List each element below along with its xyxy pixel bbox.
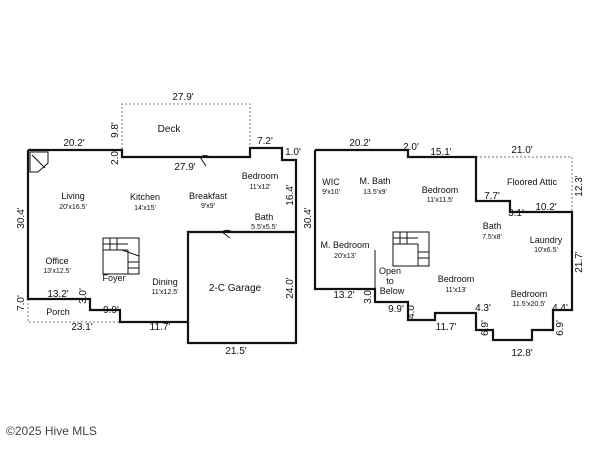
laundry-label: Laundry	[530, 235, 563, 245]
bath-label: Bath	[255, 212, 274, 222]
dim2-laundry-top: 10.2'	[535, 202, 556, 213]
dim2-bath-step: 3.1'	[508, 208, 524, 219]
open-below-line2: to	[386, 276, 394, 286]
foyer-label: Foyer	[102, 273, 125, 283]
dim2-bath-top: 7.7'	[484, 191, 500, 202]
bedroom-size: 11'x12'	[249, 184, 270, 191]
porch-label: Porch	[46, 307, 70, 317]
dim2-attic-top: 21.0'	[511, 145, 532, 156]
office-label: Office	[45, 256, 68, 266]
deck-label: Deck	[158, 124, 182, 135]
dim2-open-bottom: 9.9'	[388, 304, 404, 315]
dim-porch-side: 7.0'	[16, 295, 27, 311]
kitchen-size: 14'x15'	[134, 205, 156, 212]
dim2-left-side: 30.4'	[303, 207, 314, 228]
bath2-size: 7.5'x8'	[482, 234, 502, 241]
dim-right-side: 16.4'	[285, 184, 296, 205]
dim2-step-6-9-left: 6.9'	[480, 320, 491, 336]
dim2-bottom-left: 13.2'	[333, 290, 354, 301]
dim-foyer-step: 3.0'	[78, 288, 89, 304]
mbath-label: M. Bath	[359, 176, 390, 186]
open-below-line3: Below	[380, 286, 405, 296]
dim2-top-mid: 15.1'	[430, 147, 451, 158]
mbath-size: 13.5'x9'	[363, 189, 387, 196]
dining-label: Dining	[152, 277, 178, 287]
bedroom-c-size: 11.5'x20.5'	[513, 301, 546, 308]
bath2-label: Bath	[483, 221, 502, 231]
first-floor-plan: Deck Living 20'x16.5' Kitchen 14'x15' Br…	[16, 92, 301, 357]
dim-deck-top: 27.9'	[172, 92, 193, 103]
stairs-icon-2	[392, 231, 430, 267]
laundry-size: 10'x6.5'	[534, 247, 558, 254]
dim-foyer-bottom: 9.9'	[103, 305, 119, 316]
bedroom-label: Bedroom	[242, 171, 279, 181]
dim2-top-step: 2.0'	[403, 142, 419, 153]
copyright-text: ©2025 Hive MLS	[6, 424, 97, 438]
dim-top-left: 20.2'	[63, 138, 84, 149]
dim2-step-4-4: 4.4'	[552, 303, 568, 314]
dim-porch-bottom: 23.1'	[71, 322, 92, 333]
second-floor-exterior-wall	[313, 148, 574, 342]
breakfast-label: Breakfast	[189, 191, 228, 201]
dim2-step-6-9-right: 6.9'	[555, 320, 566, 336]
dim2-right-side: 21.7'	[574, 251, 585, 272]
bedroom-b-size: 11'x13'	[445, 287, 466, 294]
bedroom-c-label: Bedroom	[511, 289, 548, 299]
bedroom-a-label: Bedroom	[422, 185, 459, 195]
wic-label: WIC	[322, 177, 340, 187]
deck-outline	[121, 103, 251, 157]
wic-size: 9'x10'	[322, 189, 340, 196]
first-floor-west-wall	[26, 150, 188, 324]
living-label: Living	[61, 191, 85, 201]
attic-label: Floored Attic	[507, 177, 558, 187]
office-size: 13'x12.5'	[43, 268, 71, 275]
dim-garage-side: 24.0'	[285, 277, 296, 298]
dim-top-right: 7.2'	[257, 136, 273, 147]
dim2-step-4-3: 4.3'	[475, 303, 491, 314]
dim-left-side: 30.4'	[16, 207, 27, 228]
dim2-bottom-right: 12.8'	[511, 348, 532, 359]
dim2-open-step: 3.0'	[363, 288, 374, 304]
mbed-label: M. Bedroom	[320, 240, 369, 250]
dim2-attic-side: 12.3'	[574, 175, 585, 196]
dim-dining-bottom: 11.7'	[150, 322, 171, 333]
second-floor-plan: WIC 9'x10' M. Bath 13.5'x9' Bedroom 11'x…	[303, 138, 585, 359]
deck-door-swing	[199, 155, 211, 167]
bath-door-swing	[221, 229, 233, 239]
breakfast-size: 9'x9'	[201, 203, 215, 210]
first-floor-exterior-wall	[28, 146, 298, 345]
mbed-size: 20'x13'	[334, 253, 356, 260]
dim-deck-side: 9.8'	[110, 122, 121, 138]
fireplace-icon	[29, 151, 49, 173]
dim-office-bottom: 13.2'	[47, 289, 68, 300]
open-below-line1: Open	[379, 266, 401, 276]
dining-size: 11'x12.5'	[151, 289, 178, 296]
bedroom-b-label: Bedroom	[438, 274, 475, 284]
dim-top-left-step: 2.0'	[110, 149, 121, 165]
living-size: 20'x16.5'	[59, 204, 87, 211]
dim2-step-4-0: 4.0'	[406, 303, 417, 319]
attic-outline	[476, 156, 573, 212]
dim-garage-bottom: 21.5'	[225, 346, 246, 357]
stairs-icon	[102, 237, 140, 275]
bath-size: 5.5'x5.5'	[251, 224, 277, 231]
bedroom-a-size: 11'x11.5'	[427, 197, 454, 204]
dim-deck-bottom: 27.9'	[174, 162, 195, 173]
dim2-top-left: 20.2'	[349, 138, 370, 149]
dim-right-step: 1.0'	[285, 147, 301, 158]
dim2-bed-bottom: 11.7'	[436, 322, 457, 333]
garage-label: 2-C Garage	[209, 283, 262, 294]
kitchen-label: Kitchen	[130, 192, 160, 202]
